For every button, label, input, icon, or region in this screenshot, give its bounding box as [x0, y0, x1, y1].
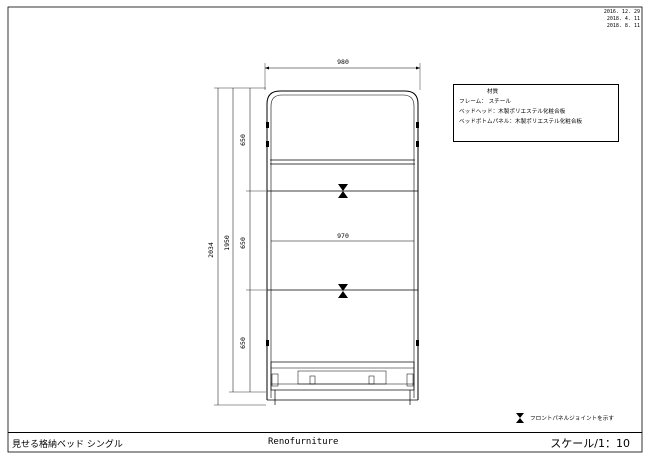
dim-panel-2: 650 — [239, 237, 247, 249]
revision-date: 2016. 12. 29 — [603, 9, 640, 15]
bed-frame-outline — [266, 90, 419, 400]
title-block: 見せる格納ベッド シングル Renofurniture スケール/1：10 — [8, 432, 642, 452]
drawing-scale: スケール/1：10 — [550, 437, 630, 450]
spec-headboard: ベッドヘッド：木製ポリエステル化粧合板 — [459, 109, 566, 115]
dim-panel-3: 650 — [239, 337, 247, 349]
revision-date: 2018. 8. 11 — [606, 23, 640, 29]
hinge-right-1 — [416, 122, 419, 128]
dim-overall-width: 980 — [337, 58, 349, 66]
hinge-right-3 — [416, 340, 419, 346]
hourglass-joint-icon — [516, 413, 524, 423]
product-name: 見せる格納ベッド シングル — [12, 440, 123, 450]
base-corner-right — [406, 373, 414, 387]
dim-inner-width: 970 — [337, 232, 349, 240]
hinge-right-2 — [416, 141, 419, 147]
revision-dates: 2016. 12. 29 2018. 4. 11 2018. 8. 11 — [604, 9, 640, 30]
base-foot-left — [309, 375, 316, 385]
base-foot-right — [368, 375, 375, 385]
dim-panel-1: 650 — [239, 134, 247, 146]
spec-frame: フレーム： スチール — [459, 99, 511, 105]
sheet-border — [7, 6, 643, 453]
spec-title: 材質 — [487, 89, 499, 95]
base-corner-left — [271, 373, 279, 387]
base-inner-box — [297, 370, 387, 385]
brand-name: Renofurniture — [268, 437, 339, 447]
dim-overall-length: 2034 — [207, 242, 215, 258]
joint-symbol-2 — [338, 284, 348, 298]
spec-bottom-panel: ベッドボトムパネル：木製ポリエステル化粧合板 — [459, 119, 583, 125]
hinge-left-1 — [266, 122, 269, 128]
joint-symbol-1 — [338, 184, 348, 198]
bed-frame-inner-outline — [270, 94, 415, 398]
dim-tick-right — [416, 66, 420, 70]
material-spec-box: 材質 フレーム： スチール ベッドヘッド：木製ポリエステル化粧合板 ベッドボトム… — [453, 84, 619, 142]
dim-inner-length: 1950 — [223, 235, 231, 251]
legend-text: フロントパネルジョイントを示す — [530, 416, 614, 422]
dim-tick-left — [265, 66, 269, 70]
revision-date: 2018. 4. 11 — [606, 16, 640, 22]
hinge-left-3 — [266, 340, 269, 346]
joint-legend: フロントパネルジョイントを示す — [516, 413, 614, 423]
hinge-left-2 — [266, 141, 269, 147]
base-frame — [270, 361, 415, 391]
